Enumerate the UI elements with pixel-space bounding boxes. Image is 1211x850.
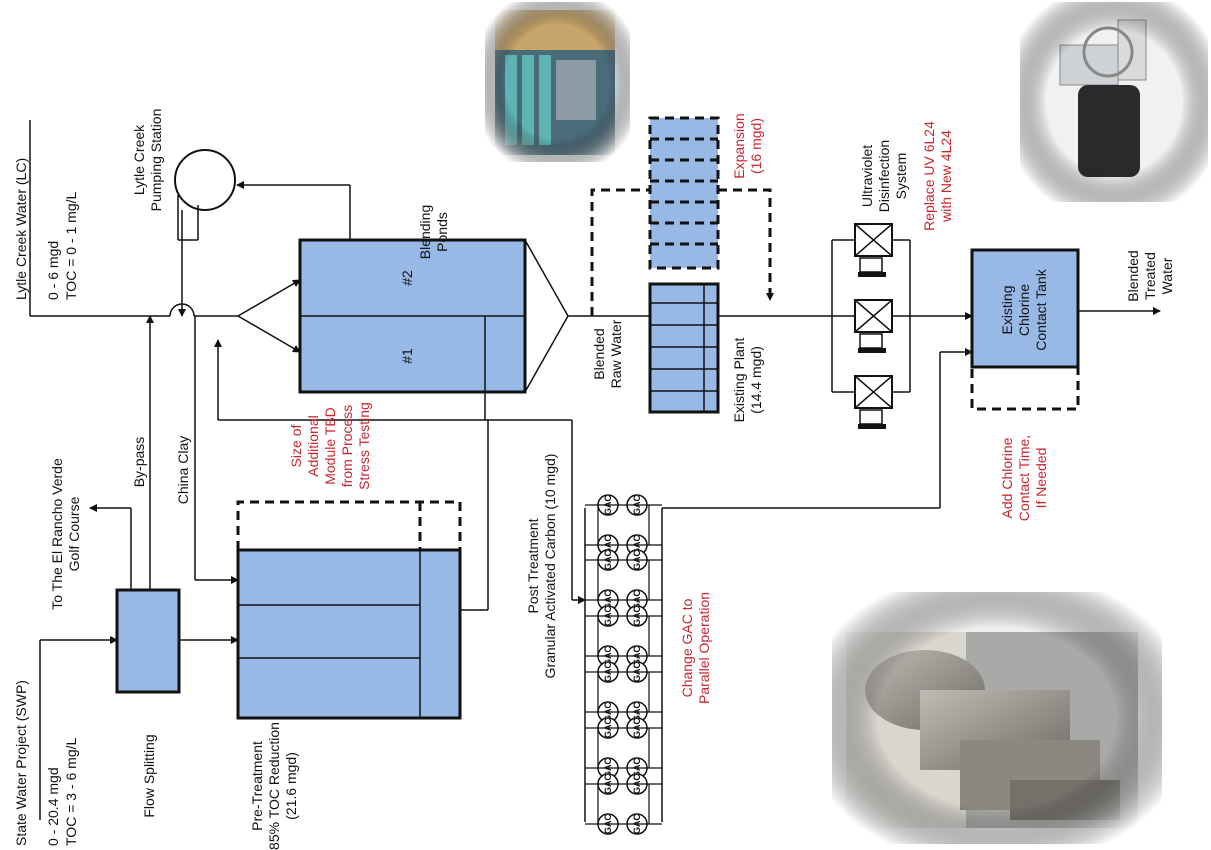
pumping-station-label-2: Pumping Station bbox=[148, 109, 164, 212]
golf-course-label-2: Golf Course bbox=[66, 496, 82, 571]
chlorine-tank-label-2: Chlorine bbox=[1016, 284, 1032, 336]
replace-uv-label-1: Replace UV 6L24 bbox=[921, 121, 937, 231]
treated-water-label-3: Water bbox=[1159, 257, 1175, 294]
post-treatment-label-2: Granular Activated Carbon (10 mgd) bbox=[542, 454, 558, 679]
swp-flow: 0 - 20.4 mgd bbox=[45, 767, 61, 846]
additional-module-label-5: Stress Testing bbox=[356, 402, 372, 490]
swp-name: State Water Project (SWP) bbox=[13, 680, 29, 846]
flow-splitting-label: Flow Splitting bbox=[141, 734, 157, 817]
pumping-station-label-1: Lytle Creek bbox=[131, 124, 147, 195]
change-gac-label-2: Parallel Operation bbox=[696, 592, 712, 704]
change-gac-label-1: Change GAC to bbox=[679, 598, 695, 697]
pond-2-label: #2 bbox=[399, 270, 415, 286]
treated-water-label-1: Blended bbox=[1125, 250, 1141, 301]
blended-raw-water-label-1: Blended bbox=[591, 328, 607, 379]
existing-plant-label-2: (14.4 mgd) bbox=[748, 346, 764, 414]
additional-module-outline bbox=[238, 502, 460, 550]
add-chlorine-label-3: If Needed bbox=[1033, 448, 1049, 509]
blending-ponds-label-2: Ponds bbox=[434, 212, 450, 252]
swp-toc: TOC = 3 - 6 mg/L bbox=[63, 738, 79, 846]
additional-module-label-4: from Process bbox=[339, 405, 355, 487]
add-chlorine-label-1: Add Chlorine bbox=[999, 437, 1015, 518]
post-treatment-label-1: Post Treatment bbox=[525, 518, 541, 613]
uv-system-label-2: Disinfection bbox=[876, 140, 892, 212]
pretreatment-label-3: (21.6 mgd) bbox=[283, 752, 299, 820]
chlorine-tank-label-1: Existing bbox=[999, 285, 1015, 334]
add-chlorine-label-2: Contact Time, bbox=[1016, 435, 1032, 521]
uv-system-label-3: System bbox=[893, 153, 909, 200]
additional-module-label-2: Additional bbox=[305, 415, 321, 477]
uv-system-label-1: Ultraviolet bbox=[859, 145, 875, 207]
chlorine-tank-label-3: Contact Tank bbox=[1033, 268, 1049, 350]
lytle-creek-name: Lytle Creek Water (LC) bbox=[13, 158, 29, 300]
filter-gallery-photo bbox=[485, 2, 630, 162]
replace-uv-label-2: with New 4L24 bbox=[938, 130, 954, 223]
pretreatment-label-2: 85% TOC Reduction bbox=[266, 722, 282, 850]
existing-plant-label-1: Existing Plant bbox=[731, 337, 747, 422]
additional-module-label-3: Module TBD bbox=[322, 407, 338, 485]
treated-water-label-2: Treated bbox=[1142, 252, 1158, 300]
add-chlorine-outline bbox=[972, 367, 1078, 409]
uv-reactor-photo bbox=[1020, 2, 1208, 202]
flow-splitting-box bbox=[117, 590, 179, 692]
lytle-creek-flow: 0 - 6 mgd bbox=[45, 241, 61, 300]
bypass-label: By-pass bbox=[131, 437, 147, 488]
expansion-label-2: (16 mgd) bbox=[748, 118, 764, 174]
additional-module-label-1: Size of bbox=[288, 424, 304, 467]
blending-ponds-label-1: Blending bbox=[417, 205, 433, 260]
pond-1-label: #1 bbox=[399, 348, 415, 364]
lytle-creek-toc: TOC = 0 - 1 mg/L bbox=[63, 192, 79, 300]
golf-course-label-1: To The El Rancho Verde bbox=[49, 458, 65, 610]
uv-disinfection-units bbox=[832, 224, 910, 429]
gac-array: GACGACGACGACGACGACGACGACGACGACGACGACGACG… bbox=[585, 495, 662, 835]
pretreatment-label-1: Pre-Treatment bbox=[249, 741, 265, 831]
expansion-label-1: Expansion bbox=[731, 113, 747, 178]
gac-vessels-photo bbox=[832, 592, 1162, 844]
china-clay-label: China Clay bbox=[175, 436, 191, 504]
pretreatment-box bbox=[238, 550, 460, 718]
blended-raw-water-label-2: Raw Water bbox=[608, 319, 624, 388]
